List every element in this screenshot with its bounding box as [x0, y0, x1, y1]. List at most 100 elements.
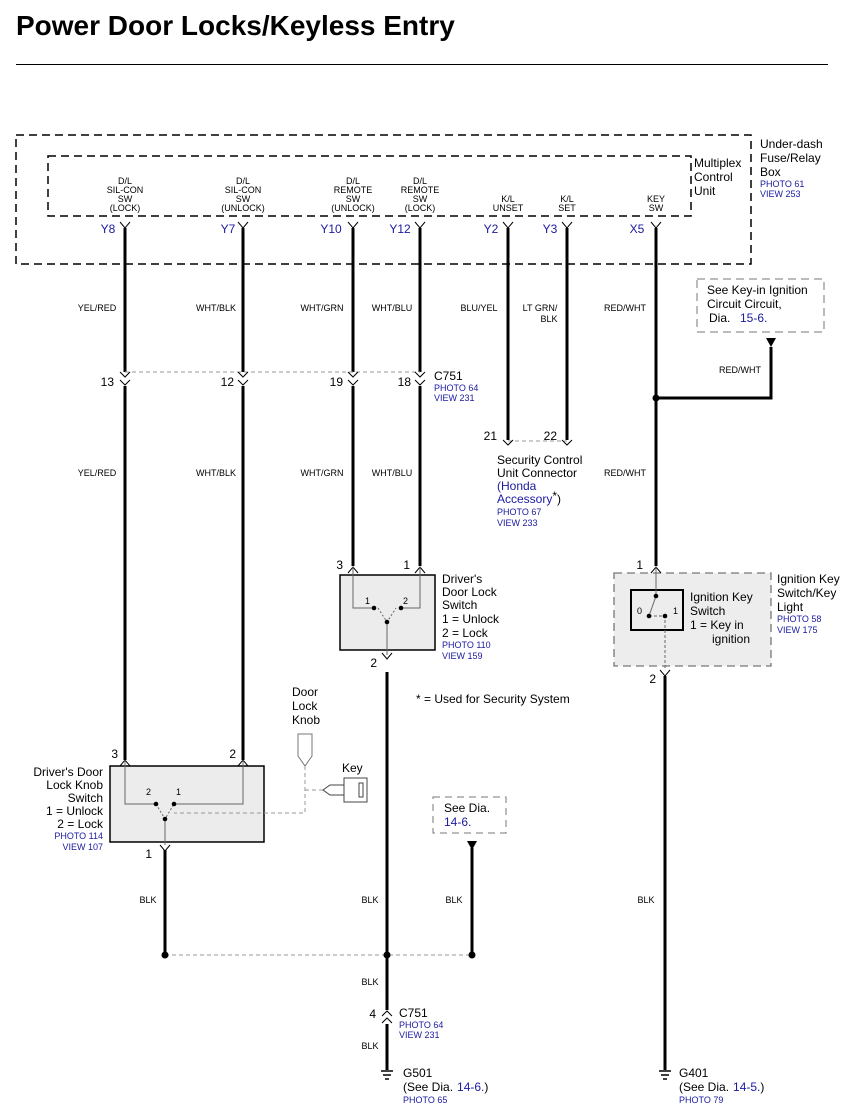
security-connector-line-2: Unit Connector — [497, 466, 577, 480]
door-switch-inner-2: 2 — [403, 596, 408, 606]
door-lock-knob-icon — [297, 733, 313, 767]
door-switch-photo[interactable]: PHOTO 110 — [442, 640, 491, 650]
c751-bottom-view[interactable]: VIEW 231 — [399, 1030, 440, 1040]
terminal-y3-line-2: SET — [558, 203, 576, 213]
pin-x5: X5 — [630, 222, 645, 236]
wire-label-blk-4: BLK — [637, 895, 654, 905]
fuse-box-view[interactable]: VIEW 253 — [760, 189, 801, 199]
c751-bottom-photo[interactable]: PHOTO 64 — [399, 1020, 443, 1030]
ignition-view[interactable]: VIEW 175 — [777, 625, 818, 635]
door-switch-view[interactable]: VIEW 159 — [442, 651, 483, 661]
terminal-y8-line-2: SIL-CON — [107, 185, 144, 195]
title-divider — [16, 64, 828, 65]
door-switch-contact-1 — [371, 605, 377, 611]
ignition-inner-1: 1 — [673, 606, 678, 616]
terminal-y7-line-1: D/L — [236, 176, 250, 186]
pin-y3: Y3 — [543, 222, 558, 236]
ignition-pin-1: 1 — [636, 558, 643, 572]
security-pin-22: 22 — [544, 429, 558, 443]
see-dia-mid-link[interactable]: 14-6. — [444, 815, 471, 829]
g401-photo[interactable]: PHOTO 79 — [679, 1095, 723, 1105]
c751-pin-13: 13 — [101, 375, 115, 389]
g501-ref-prefix: (See Dia. — [403, 1080, 453, 1094]
terminal-y8-line-3: SW — [118, 194, 133, 204]
g501-photo[interactable]: PHOTO 65 — [403, 1095, 447, 1105]
c751-top-name: C751 — [434, 369, 463, 383]
wire-label-red-wht-1: RED/WHT — [604, 303, 646, 313]
terminal-y2-line-1: K/L — [501, 194, 515, 204]
key-in-ref-prefix: Dia. — [709, 311, 730, 325]
splice-dot-knob — [161, 951, 169, 959]
wire-label-wht-blu-1: WHT/BLU — [372, 303, 413, 313]
terminal-y8-line-4: (LOCK) — [110, 203, 141, 213]
door-switch-contact-2 — [398, 605, 404, 611]
ignition-inner-line-1: Ignition Key — [690, 590, 753, 604]
knob-pin-3: 3 — [111, 747, 118, 761]
ignition-switch-inner-box — [630, 589, 684, 631]
door-switch-common — [384, 619, 390, 625]
ignition-contact-0 — [646, 613, 652, 619]
g501-dia-link[interactable]: 14-6. — [457, 1080, 484, 1094]
ground-g401-icon — [659, 1070, 671, 1080]
knob-photo[interactable]: PHOTO 114 — [54, 831, 103, 841]
wire-label-blk-5: BLK — [361, 977, 378, 987]
wire-key-in-branch[interactable] — [656, 347, 773, 400]
ignition-inner-line-3: 1 = Key in — [690, 618, 744, 632]
g501-name: G501 — [403, 1066, 433, 1080]
terminal-y7-line-2: SIL-CON — [225, 185, 262, 195]
c751-top-marks — [119, 371, 426, 386]
wire-label-lt-grn-blk-2: BLK — [540, 314, 557, 324]
door-lock-knob-label: Door Lock Knob — [292, 685, 320, 727]
see-dia-mid-text: See Dia. — [444, 801, 490, 815]
security-connector-view[interactable]: VIEW 233 — [497, 518, 538, 528]
c751-top-view[interactable]: VIEW 231 — [434, 393, 475, 403]
c751-top-photo[interactable]: PHOTO 64 — [434, 383, 478, 393]
door-switch-pin-3: 3 — [336, 558, 343, 572]
ignition-inner-line-4: ignition — [712, 632, 750, 646]
knob-label-line-1: Driver's Door — [33, 765, 103, 779]
key-in-ref-dia-link[interactable]: 15-6. — [740, 311, 767, 325]
knob-contact-1 — [171, 801, 177, 807]
terminal-y10-line-1: D/L — [346, 176, 360, 186]
terminal-y12-line-1: D/L — [413, 176, 427, 186]
wire-label-red-wht-2: RED/WHT — [719, 365, 761, 375]
page-title: Power Door Locks/Keyless Entry — [16, 10, 455, 41]
fuse-box-photo[interactable]: PHOTO 61 — [760, 179, 804, 189]
wire-label-wht-blu-2: WHT/BLU — [372, 468, 413, 478]
key-icon — [322, 777, 368, 803]
fuse-box-label-line-3: Box — [760, 165, 781, 179]
pin-y7: Y7 — [221, 222, 236, 236]
knob-common — [162, 816, 168, 822]
g501-ref-suffix: ) — [484, 1080, 488, 1094]
security-connector-photo[interactable]: PHOTO 67 — [497, 507, 541, 517]
security-star: * — [552, 489, 557, 503]
pin-y12: Y12 — [389, 222, 411, 236]
wire-label-wht-blk-2: WHT/BLK — [196, 468, 236, 478]
wire-label-wht-grn-2: WHT/GRN — [301, 468, 344, 478]
wire-label-lt-grn-blk-1: LT GRN/ — [523, 303, 558, 313]
pin-y10: Y10 — [320, 222, 342, 236]
wire-color-labels: YEL/RED WHT/BLK WHT/GRN WHT/BLU BLU/YEL … — [78, 303, 762, 1051]
knob-pin-2: 2 — [229, 747, 236, 761]
terminal-y10-line-2: REMOTE — [334, 185, 373, 195]
g401-dia-link[interactable]: 14-5. — [733, 1080, 760, 1094]
knob-contact-2 — [153, 801, 159, 807]
key-in-ref-line-2: Circuit Circuit, — [707, 297, 782, 311]
ignition-photo[interactable]: PHOTO 58 — [777, 614, 821, 624]
terminal-y7-line-3: SW — [236, 194, 251, 204]
g401-ref-suffix: ) — [760, 1080, 764, 1094]
c751-bottom-marks — [381, 1010, 393, 1024]
knob-switch-label: Driver's Door Lock Knob Switch 1 = Unloc… — [33, 765, 104, 852]
knob-view[interactable]: VIEW 107 — [62, 842, 103, 852]
terminal-y3-line-1: K/L — [560, 194, 574, 204]
wire-label-blu-yel: BLU/YEL — [460, 303, 497, 313]
terminal-y12-line-2: REMOTE — [401, 185, 440, 195]
terminal-y12-line-3: SW — [413, 194, 428, 204]
c751-pin-18: 18 — [398, 375, 412, 389]
c751-bottom-name: C751 — [399, 1006, 428, 1020]
g401-name: G401 — [679, 1066, 709, 1080]
ignition-pin-2: 2 — [649, 672, 656, 686]
key-label: Key — [342, 761, 363, 775]
knob-label-line-4: 1 = Unlock — [46, 804, 104, 818]
